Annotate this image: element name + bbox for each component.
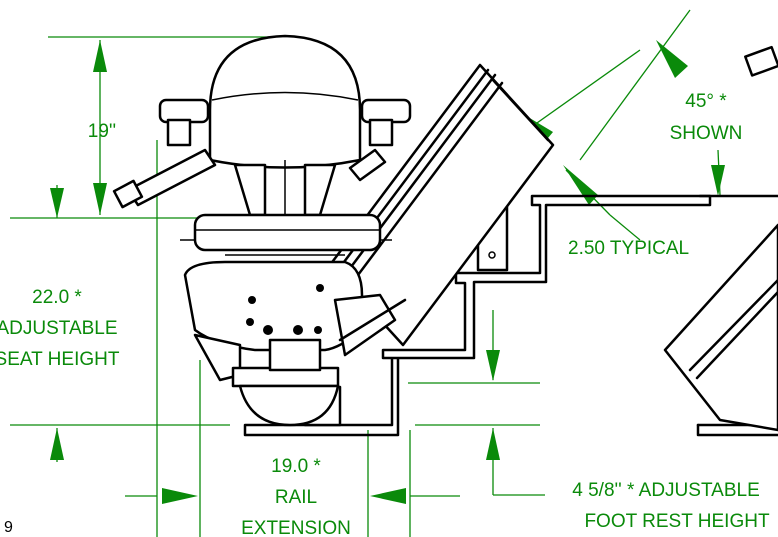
seat-height-value: 22.0 * bbox=[32, 287, 82, 308]
dimension-labels: 19'' 22.0 * ADJUSTABLE SEAT HEIGHT 45° *… bbox=[0, 91, 770, 537]
right-armrest bbox=[348, 98, 412, 182]
seat-height-line2: SEAT HEIGHT bbox=[0, 349, 120, 370]
angle-value: 45° * bbox=[685, 91, 727, 112]
angle-shown: SHOWN bbox=[670, 123, 743, 144]
back-height-label: 19'' bbox=[88, 121, 116, 142]
left-armrest bbox=[112, 98, 217, 209]
typical-label: 2.50 TYPICAL bbox=[568, 238, 689, 259]
seat-height-line1: ADJUSTABLE bbox=[0, 318, 118, 339]
stairlift-chair bbox=[112, 34, 412, 427]
rail-extension-line1: RAIL bbox=[275, 487, 317, 508]
dimension-lines bbox=[10, 9, 725, 537]
rail-extension-line2: EXTENSION bbox=[241, 518, 351, 537]
rail-extension-value: 19.0 * bbox=[271, 456, 321, 477]
rail bbox=[328, 45, 778, 432]
footrest-line2: FOOT REST HEIGHT bbox=[584, 511, 769, 532]
corner-mark: 9 bbox=[4, 519, 13, 536]
footrest-line1: 4 5/8'' * ADJUSTABLE bbox=[572, 480, 760, 501]
